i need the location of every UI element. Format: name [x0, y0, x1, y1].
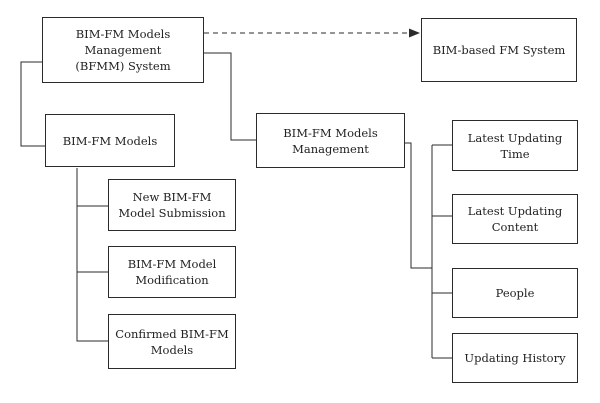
node-people: People	[452, 268, 578, 318]
node-bfmm-system: BIM-FM Models Management (BFMM) System	[42, 17, 204, 83]
node-new-model-submission-label: New BIM-FM Model Submission	[118, 190, 226, 220]
node-model-modification: BIM-FM Model Modification	[108, 246, 236, 298]
node-bim-fm-models: BIM-FM Models	[45, 114, 175, 167]
connector-management-trunk	[405, 142, 432, 269]
dashed-arrow-to-fm-system	[204, 28, 420, 38]
node-confirmed-models: Confirmed BIM-FM Models	[108, 314, 236, 369]
node-confirmed-models-label: Confirmed BIM-FM Models	[115, 326, 229, 357]
node-updating-history-label: Updating History	[464, 351, 566, 365]
connector-root-to-models	[20, 61, 45, 147]
node-latest-updating-time-label: Latest Updating Time	[467, 130, 563, 161]
connector-root-to-management	[204, 52, 256, 141]
node-people-label: People	[495, 286, 535, 300]
connector-management-to-latest-content	[431, 145, 452, 358]
node-bim-fm-models-management: BIM-FM Models Management	[256, 113, 405, 168]
node-latest-updating-content: Latest Updating Content	[452, 194, 578, 244]
connector-models-to-modification	[76, 206, 108, 273]
node-bim-based-fm-system-label: BIM-based FM System	[432, 43, 566, 57]
node-bim-fm-models-management-label: BIM-FM Models Management	[283, 125, 378, 156]
node-latest-updating-content-label: Latest Updating Content	[467, 204, 563, 234]
node-latest-updating-time: Latest Updating Time	[452, 120, 578, 171]
node-updating-history: Updating History	[452, 333, 578, 383]
connector-models-to-new-submission	[76, 168, 108, 207]
node-bfmm-system-label: BIM-FM Models Management (BFMM) System	[75, 27, 171, 73]
node-bim-fm-models-label: BIM-FM Models	[62, 133, 158, 148]
node-bim-based-fm-system: BIM-based FM System	[421, 18, 577, 82]
arrowhead-icon	[409, 28, 420, 38]
connector-models-to-confirmed	[76, 272, 108, 342]
node-new-model-submission: New BIM-FM Model Submission	[108, 179, 236, 231]
node-model-modification-label: BIM-FM Model Modification	[127, 257, 217, 287]
